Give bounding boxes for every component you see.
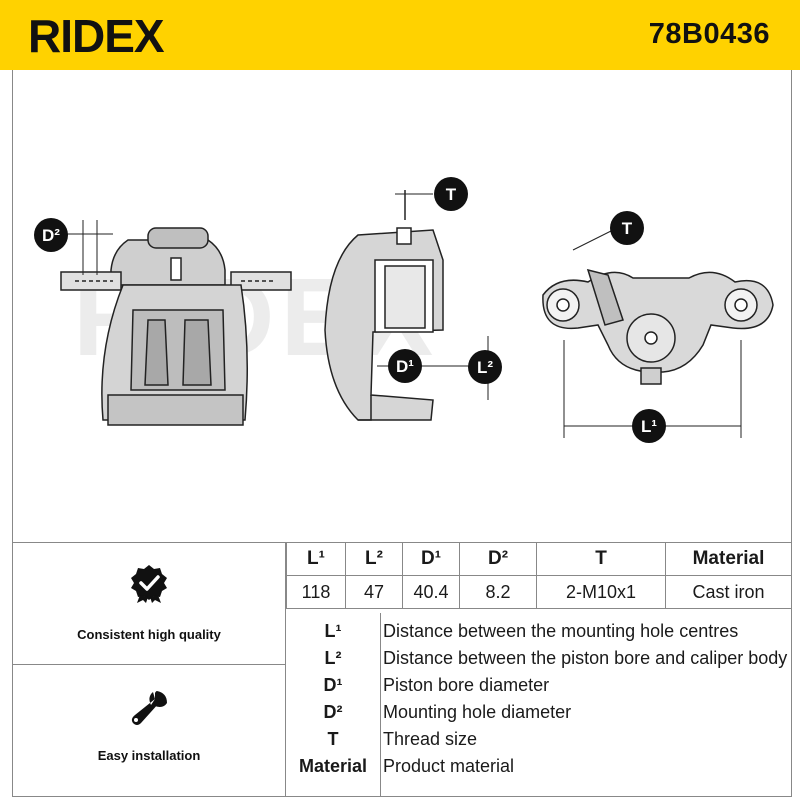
legend-key: L² — [324, 648, 342, 668]
spec-header-l2: L² — [345, 543, 403, 576]
legend-description: Mounting hole diameter — [383, 702, 572, 722]
t-right-dimension-line — [572, 229, 614, 251]
spec-value-d2: 8.2 — [459, 575, 537, 609]
dimension-legend: L¹ Distance between the mounting hole ce… — [286, 613, 791, 796]
legend-key: D² — [323, 702, 343, 722]
part-number: 78B0436 — [648, 18, 770, 50]
spec-value-d1: 40.4 — [402, 575, 460, 609]
spec-value-l2: 47 — [345, 575, 403, 609]
t-badge-center: T — [434, 177, 468, 211]
feature-label-quality: Consistent high quality — [77, 627, 221, 642]
legend-description: Distance between the mounting hole centr… — [383, 621, 739, 641]
quality-check-badge-icon — [131, 565, 167, 603]
spec-value-material: Cast iron — [665, 575, 791, 609]
spec-header-d2: D² — [459, 543, 537, 576]
caliper-section-view — [324, 190, 444, 421]
caliper-top-view — [542, 268, 774, 438]
specifications-section: Consistent high quality Easy installatio… — [12, 542, 792, 797]
svg-text:L²: L² — [477, 358, 493, 377]
technical-drawing-area: RIDEX D² — [12, 70, 792, 542]
legend-description: Thread size — [383, 729, 478, 749]
spec-value-l1: 118 — [286, 575, 346, 609]
svg-text:L¹: L¹ — [641, 417, 657, 436]
svg-text:T: T — [622, 219, 633, 238]
caliper-drawing: RIDEX D² — [34, 177, 774, 443]
l2-badge: L² — [468, 350, 502, 384]
legend-key: L¹ — [324, 621, 342, 641]
legend-description: Product material — [383, 756, 515, 776]
legend-key: T — [327, 729, 339, 749]
wrench-icon — [131, 691, 167, 725]
svg-text:T: T — [446, 185, 457, 204]
legend-description: Distance between the piston bore and cal… — [383, 648, 788, 668]
spec-header-material: Material — [665, 543, 791, 576]
spec-header-l1: L¹ — [286, 543, 346, 576]
feature-quality: Consistent high quality — [13, 543, 285, 665]
l1-badge: L¹ — [632, 409, 666, 443]
t-badge-right: T — [610, 211, 644, 245]
features-panel: Consistent high quality Easy installatio… — [13, 543, 286, 796]
header-bar: RIDEX 78B0436 — [0, 0, 800, 70]
legend-description: Piston bore diameter — [383, 675, 550, 695]
caliper-front-view — [60, 220, 292, 426]
spec-value-t: 2-M10x1 — [536, 575, 666, 609]
spec-table-value-row: 118 47 40.4 8.2 2-M10x1 Cast iron — [286, 575, 791, 609]
svg-text:D²: D² — [42, 226, 60, 245]
d2-badge: D² — [34, 218, 68, 252]
spec-table-header-row: L¹ L² D¹ D² T Material — [286, 543, 791, 576]
d1-badge: D¹ — [388, 349, 422, 383]
legend-key: Material — [298, 756, 368, 776]
legend-key: D¹ — [323, 675, 343, 695]
spec-table: L¹ L² D¹ D² T Material 118 47 40.4 8.2 2… — [286, 543, 791, 609]
ridex-logo: RIDEX — [28, 14, 166, 58]
svg-text:D¹: D¹ — [396, 357, 414, 376]
legend-key-column — [286, 613, 381, 796]
svg-text:RIDEX: RIDEX — [28, 14, 165, 58]
spec-header-t: T — [536, 543, 666, 576]
feature-installation: Easy installation — [13, 665, 285, 796]
feature-label-installation: Easy installation — [97, 748, 201, 763]
spec-header-d1: D¹ — [402, 543, 460, 576]
